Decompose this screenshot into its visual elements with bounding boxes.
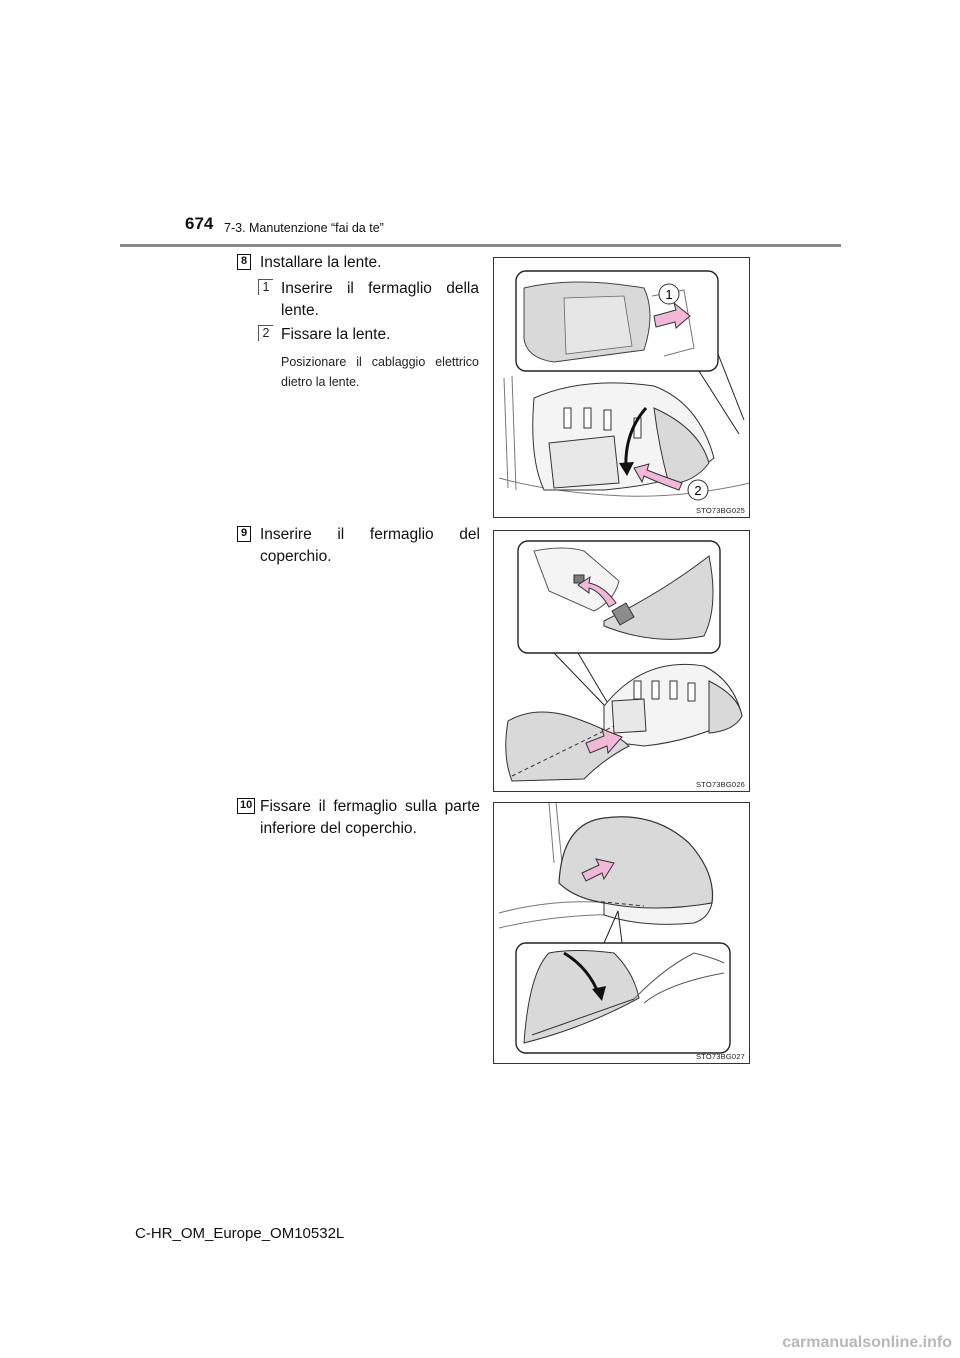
cover-clip-illustration (505, 540, 743, 782)
cover-underside-illustration (498, 803, 731, 1054)
substep-badge-2: 2 (258, 325, 273, 341)
page-number: 674 (185, 214, 214, 233)
figure-code: STO73BG025 (696, 506, 745, 515)
substep-1-text: Inserire il fermaglio della lente. (281, 280, 479, 319)
note-text: Posizionare il cablaggio elettrico dietr… (281, 355, 479, 389)
step-8-text: Installare la lente. (260, 254, 382, 271)
header-rule (120, 244, 841, 247)
substep-badge-1: 1 (258, 279, 273, 295)
callout-1: 1 (665, 287, 672, 302)
callout-2: 2 (694, 483, 701, 498)
figure-code: STO73BG027 (696, 1052, 745, 1061)
document-id: C-HR_OM_Europe_OM10532L (135, 1225, 345, 1242)
section-title: 7-3. Manutenzione “fai da te” (224, 221, 384, 235)
watermark: carmanualsonline.info (782, 1334, 952, 1351)
step-9-text: Inserire il fermaglio del coperchio. (260, 526, 480, 565)
figure-insert-cover-clip: STO73BG026 (493, 530, 750, 792)
step-badge-9: 9 (237, 526, 251, 542)
step-badge-10: 10 (237, 798, 256, 814)
figure-install-lens: 1 2 STO73BG025 (493, 257, 750, 518)
step-10-text: Fissare il fermaglio sulla parte inferio… (260, 798, 480, 837)
substep-2-text: Fissare la lente. (281, 326, 391, 343)
step-badge-8: 8 (237, 254, 251, 270)
lens-illustration: 1 2 (498, 270, 749, 501)
figure-code: STO73BG026 (696, 780, 745, 789)
figure-secure-cover-clip: STO73BG027 (493, 802, 750, 1064)
